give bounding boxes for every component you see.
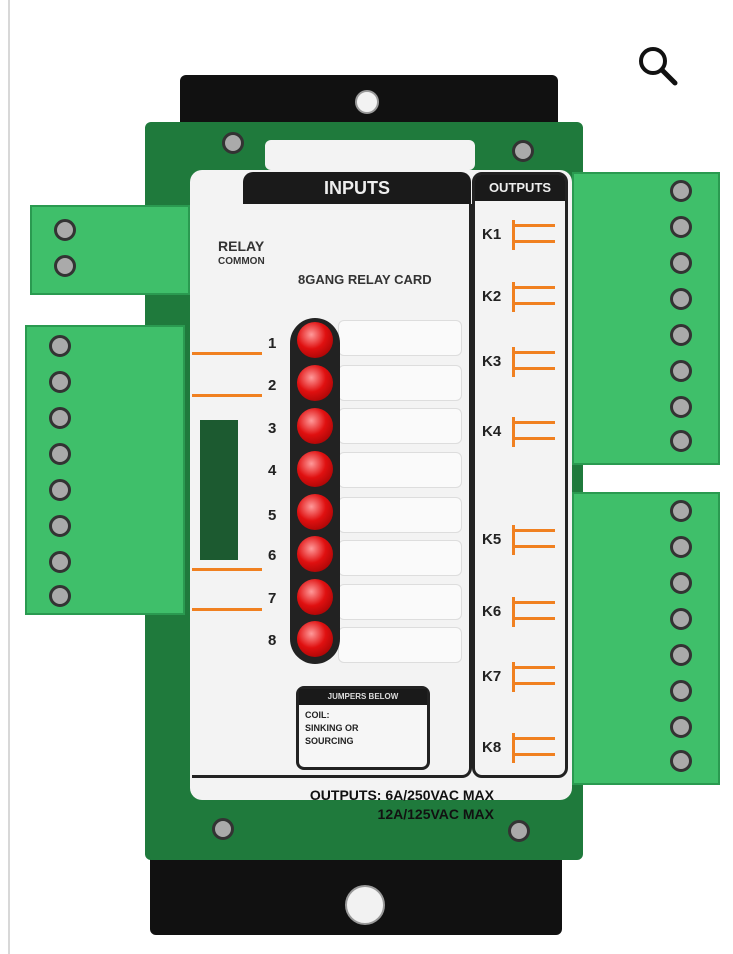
led-indicator (297, 494, 333, 530)
screw (212, 818, 234, 840)
outputs-title: OUTPUTS (475, 175, 565, 201)
jumpers-line: SOURCING (305, 736, 354, 746)
screw (508, 820, 530, 842)
page-border (8, 0, 10, 954)
input-label: 1 (268, 335, 277, 352)
led-indicator (297, 579, 333, 615)
input-terminal-block (25, 325, 185, 615)
outputs-box (472, 172, 568, 778)
card-name: 8GANG RELAY CARD (298, 272, 432, 287)
relay-contact-icon (512, 417, 555, 447)
output-label: K8 (482, 739, 502, 756)
jumper-header (200, 420, 238, 560)
led-indicator (297, 621, 333, 657)
input-label: 2 (268, 377, 277, 394)
output-label: K7 (482, 668, 502, 685)
jumpers-title: JUMPERS BELOW (299, 689, 427, 705)
output-label: K3 (482, 353, 502, 370)
output-label: K1 (482, 226, 502, 243)
jumpers-box: JUMPERS BELOW COIL: SINKING OR SOURCING (296, 686, 430, 770)
screw (512, 140, 534, 162)
output-label: K6 (482, 603, 502, 620)
relay-common-terminal (30, 205, 190, 295)
relay-contact-icon (512, 733, 555, 763)
input-label: 5 (268, 507, 277, 524)
relay-contact-icon (512, 597, 555, 627)
inputs-box (192, 204, 472, 778)
relay-contact-icon (512, 282, 555, 312)
jumpers-line: SINKING OR (305, 723, 359, 733)
output-label: K4 (482, 423, 502, 440)
common-label: COMMON (218, 256, 265, 267)
led-indicator (297, 408, 333, 444)
input-label: 8 (268, 632, 277, 649)
relay-contact-icon (512, 662, 555, 692)
led-indicator (297, 536, 333, 572)
inputs-title: INPUTS (243, 172, 471, 204)
input-label: 3 (268, 420, 277, 437)
relay-contact-icon (512, 347, 555, 377)
led-indicator (297, 322, 333, 358)
label-tab (265, 140, 475, 170)
jumpers-line: COIL: (305, 710, 330, 720)
input-label: 6 (268, 547, 277, 564)
output-label: K5 (482, 531, 502, 548)
input-label: 7 (268, 590, 277, 607)
mount-hole (345, 885, 385, 925)
output-label: K2 (482, 288, 502, 305)
output-terminal-block-1 (572, 172, 720, 465)
screw (222, 132, 244, 154)
output-terminal-block-2 (572, 492, 720, 785)
led-indicator (297, 451, 333, 487)
mount-hole (355, 90, 379, 114)
led-indicator (297, 365, 333, 401)
rating-line: 12A/125VAC MAX (377, 806, 494, 822)
magnifier-icon[interactable] (636, 44, 680, 88)
rating-line: OUTPUTS: 6A/250VAC MAX (309, 787, 494, 803)
relay-label: RELAY (218, 238, 265, 254)
input-label: 4 (268, 462, 277, 479)
relay-contact-icon (512, 525, 555, 555)
relay-contact-icon (512, 220, 555, 250)
